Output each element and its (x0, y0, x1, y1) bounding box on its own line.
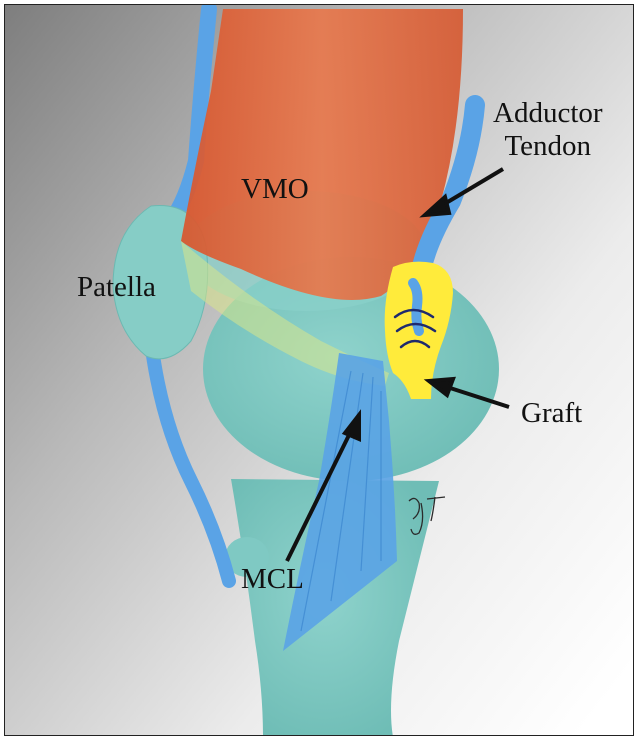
vmo-label: VMO (241, 173, 309, 206)
mcl-label: MCL (241, 563, 304, 596)
adductor-label-line2: Tendon (493, 130, 603, 163)
graft-label: Graft (521, 397, 582, 430)
illustration-frame: VMO Patella Adductor Tendon Graft MCL (4, 4, 634, 736)
adductor-tendon-label: Adductor Tendon (493, 97, 603, 164)
adductor-label-line1: Adductor (493, 97, 603, 130)
patella-label: Patella (77, 271, 156, 304)
